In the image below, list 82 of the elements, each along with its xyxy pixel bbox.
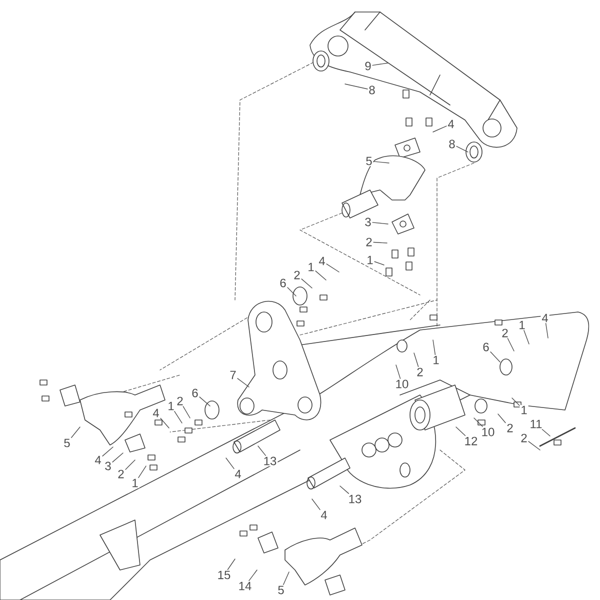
callout-number: 13 (347, 494, 363, 504)
leader-line (372, 222, 388, 224)
callout-number: 11 (528, 418, 544, 430)
leader-line (71, 426, 80, 438)
leader-line (138, 466, 146, 478)
leader-line (474, 418, 483, 427)
leader-line (524, 330, 530, 344)
callout-number: 5 (62, 438, 72, 448)
leader-line (326, 264, 340, 272)
callout-number: 2 (292, 270, 302, 280)
leader-line (396, 364, 401, 379)
callout-number: 4 (318, 256, 326, 266)
callout-number: 6 (482, 342, 490, 352)
callout-number: 5 (364, 156, 374, 166)
leader-line (372, 62, 388, 66)
leader-line (456, 426, 466, 436)
leader-line (414, 352, 419, 367)
callout-number: 4 (540, 312, 550, 324)
callout-number: 1 (432, 354, 440, 366)
callout-number: 1 (366, 254, 374, 266)
leader-line (374, 261, 384, 266)
leader-line (528, 441, 540, 450)
leader-line (258, 446, 266, 456)
leader-line (199, 396, 210, 406)
leader-line (340, 486, 350, 494)
leader-line (237, 378, 250, 388)
callout-number: 4 (94, 454, 102, 466)
callout-number: 10 (480, 426, 496, 438)
callout-number: 15 (216, 570, 232, 580)
leader-line (344, 84, 368, 90)
callout-number: 2 (176, 396, 184, 406)
leader-line (283, 572, 290, 585)
leader-line (287, 287, 296, 296)
leader-line (226, 458, 234, 470)
leader-line (125, 460, 136, 470)
callout-number: 6 (190, 388, 200, 398)
leader-line (315, 270, 326, 280)
callout-number: 2 (520, 432, 528, 444)
callout-number: 3 (364, 216, 372, 228)
callout-number: 7 (228, 370, 238, 380)
callout-number: 4 (234, 468, 242, 480)
leader-line (542, 428, 550, 436)
callout-number: 4 (152, 408, 160, 418)
leader-line (312, 498, 320, 510)
callout-number: 8 (448, 138, 456, 150)
callout-number: 4 (446, 118, 456, 130)
leader-line (182, 406, 190, 418)
leader-line (373, 242, 388, 244)
leader-line (373, 161, 390, 164)
leader-line (160, 418, 170, 428)
leader-line (248, 570, 258, 582)
callout-number: 2 (364, 236, 374, 248)
leader-line (498, 414, 506, 424)
leader-line (512, 398, 520, 406)
leader-line (432, 340, 436, 356)
callout-number: 12 (463, 436, 479, 446)
callout-number: 1 (306, 262, 316, 272)
callout-number: 2 (416, 366, 424, 378)
leader-line (102, 446, 114, 456)
leader-line (545, 322, 548, 338)
leader-line (112, 452, 124, 462)
leader-line (301, 278, 312, 288)
leader-line (490, 352, 500, 362)
callout-number: 1 (130, 478, 140, 488)
callout-number: 14 (237, 580, 253, 592)
leader-line (456, 146, 468, 152)
callout-number: 2 (506, 422, 514, 434)
callout-number: 4 (320, 510, 328, 520)
callout-number: 3 (104, 460, 112, 472)
callout-number: 1 (166, 400, 176, 412)
leader-line (432, 126, 447, 132)
leader-line (507, 338, 514, 352)
leader-line (174, 410, 182, 424)
callout-number: 9 (364, 60, 372, 72)
leader-line (227, 558, 236, 570)
callout-number: 8 (368, 84, 376, 96)
callout-number: 2 (500, 328, 510, 338)
callout-number: 1 (520, 404, 528, 416)
callout-number: 2 (116, 468, 126, 480)
callout-number: 6 (278, 278, 288, 288)
callout-number: 1 (518, 320, 526, 330)
callout-number: 5 (276, 584, 286, 596)
